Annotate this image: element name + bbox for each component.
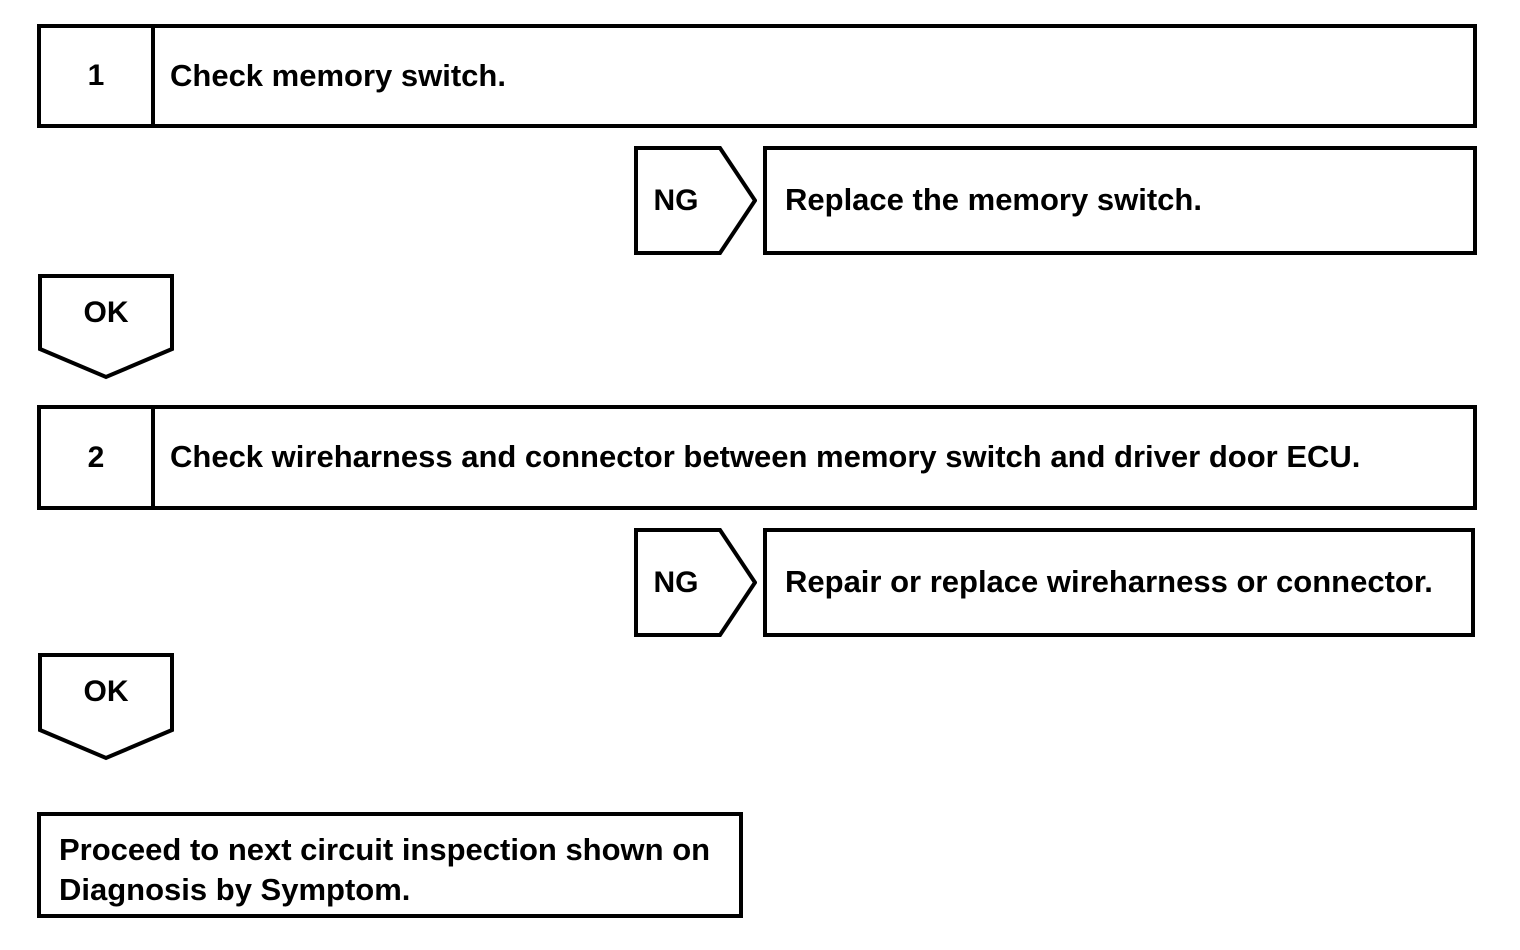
ok-pentagon-icon — [38, 653, 174, 761]
step-2-ok-label: OK — [83, 675, 129, 708]
final-instruction-box: Proceed to next circuit inspection shown… — [37, 812, 743, 918]
step-2-box: 2 Check wireharness and connector betwee… — [37, 405, 1477, 510]
step-1-box: 1 Check memory switch. — [37, 24, 1477, 128]
step-2-number: 2 — [41, 409, 155, 506]
step-1-number: 1 — [41, 28, 155, 124]
step-1-ng-action-text: Replace the memory switch. — [785, 182, 1202, 218]
step-1-ng-action-box: Replace the memory switch. — [763, 146, 1477, 255]
step-2-ng-arrow: NG — [634, 528, 757, 637]
step-1-ng-arrow: NG — [634, 146, 757, 255]
step-2-ok-arrow: OK — [38, 653, 174, 761]
ok-pentagon-icon — [38, 274, 174, 380]
step-1-ok-label: OK — [83, 296, 129, 329]
step-1-ng-label: NG — [653, 183, 699, 217]
ng-pentagon-icon — [634, 528, 757, 637]
step-2-ng-label: NG — [653, 565, 699, 599]
ng-pentagon-icon — [634, 146, 757, 255]
final-instruction-text: Proceed to next circuit inspection shown… — [59, 832, 711, 908]
step-1-ok-arrow: OK — [38, 274, 174, 380]
step-1-instruction: Check memory switch. — [170, 57, 506, 93]
step-2-instruction: Check wireharness and connector between … — [170, 439, 1361, 475]
step-2-ng-action-box: Repair or replace wireharness or connect… — [763, 528, 1475, 637]
step-2-ng-action-text: Repair or replace wireharness or connect… — [785, 564, 1433, 600]
